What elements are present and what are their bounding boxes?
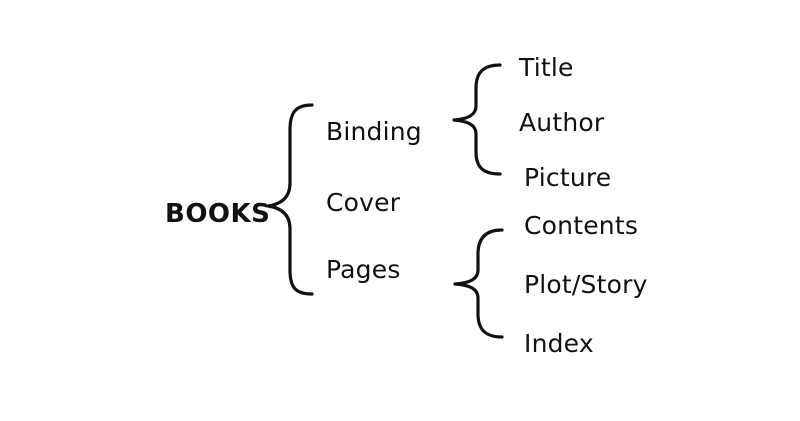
binding-brace	[452, 63, 502, 176]
node-plot-story-label: Plot/Story	[524, 270, 648, 299]
node-picture-label: Picture	[524, 163, 611, 192]
node-binding-label: Binding	[326, 117, 422, 146]
node-author-label: Author	[519, 108, 605, 137]
node-pages-label: Pages	[326, 255, 401, 284]
node-contents-label: Contents	[524, 211, 638, 240]
pages-brace	[453, 228, 504, 339]
node-title-label: Title	[518, 53, 574, 82]
node-index-label: Index	[524, 329, 594, 358]
node-cover-label: Cover	[326, 188, 401, 217]
root-books-label: BOOKS	[165, 199, 270, 229]
main-brace	[266, 103, 314, 296]
